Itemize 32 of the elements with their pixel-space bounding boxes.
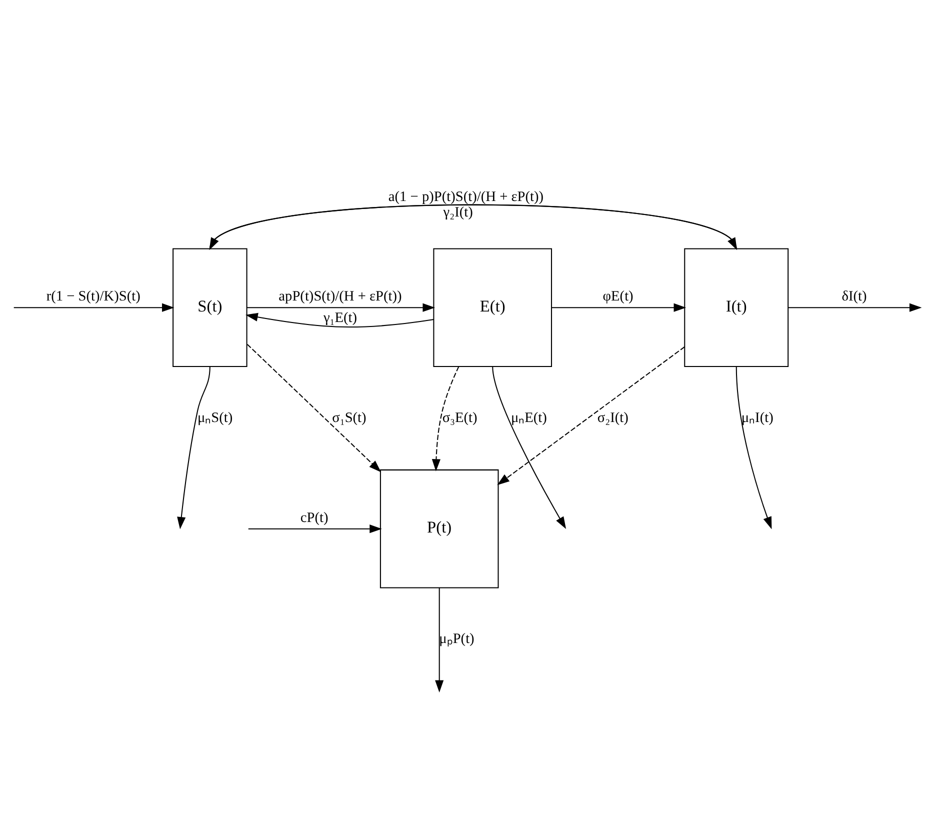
edge-label: σ₃E(t) [442,410,478,426]
arrow [14,303,174,312]
edge-label: a(1 − p)P(t)S(t)/(H + εP(t)) [388,188,544,205]
edge-label: σ₂I(t) [597,410,628,426]
edge-label: cP(t) [300,510,328,526]
node-box: S(t) [172,248,248,367]
node-box: I(t) [684,248,789,367]
edge-label: μₚP(t) [439,631,474,648]
node-box: P(t) [380,469,499,588]
edge-label: μₙE(t) [510,410,547,426]
edge-label: φE(t) [602,288,634,305]
arrow [246,344,382,472]
arrow [788,303,922,312]
node-box: E(t) [433,248,552,367]
arrow [246,312,434,328]
arrow [432,366,460,472]
edge-label: σ₁S(t) [332,410,366,426]
arrow [736,366,772,530]
edge-label: γ₁E(t) [323,310,358,326]
arrow [497,346,685,486]
edge-label: apP(t)S(t)/(H + εP(t)) [278,288,402,305]
arrow [435,588,444,693]
arrow [177,366,210,530]
arrow [248,524,382,534]
arrow [552,303,686,312]
arrow [492,366,566,530]
edge-label: r(1 − S(t)/K)S(t) [46,288,140,305]
arrow [246,303,436,312]
edge-label: δI(t) [842,288,867,305]
edge-label: μₙI(t) [741,410,774,426]
edge-label: γ₂I(t) [443,204,473,220]
edge-label: μₙS(t) [197,410,233,426]
